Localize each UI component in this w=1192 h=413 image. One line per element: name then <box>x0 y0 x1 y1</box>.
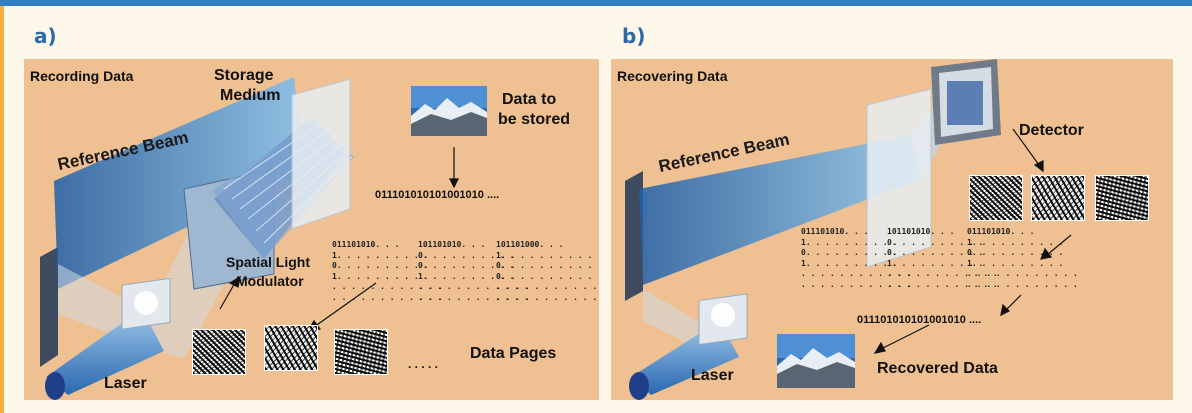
binary-string: 011101010101001010 .... <box>375 189 500 201</box>
laser-end <box>45 372 65 400</box>
laser-tube <box>46 309 164 395</box>
panel-a-recording: Recording Data Storage Medium Reference … <box>24 59 599 400</box>
data-page-3 <box>334 329 388 375</box>
detector <box>931 59 1001 145</box>
label-be-stored: be stored <box>498 111 571 128</box>
bit-column-1: 011101010. . . 1. . . . . . . . . . 0. .… <box>801 227 912 289</box>
binary-string: 011101010101001010 .... <box>857 314 982 326</box>
label-slm-line1: Spatial Light <box>226 254 310 270</box>
splitter-glow <box>134 291 158 315</box>
storage-medium <box>291 78 351 230</box>
label-data-pages: Data Pages <box>470 345 557 362</box>
mountain-photo <box>411 86 487 136</box>
recording-diagram <box>40 77 459 400</box>
bit-column-3: 101101000. . . 1. . . . . . . . . . 0. .… <box>496 240 598 302</box>
data-page-2 <box>264 325 318 371</box>
bit-column-3: 011101010. . . 1. . . . . . . . . . 0. .… <box>967 227 1078 289</box>
splitter-glow <box>711 303 735 327</box>
panel-b-recovering: Recovering Data Detector Reference Beam … <box>611 59 1173 400</box>
top-accent-bar <box>0 0 1192 6</box>
label-laser-b: Laser <box>691 367 734 384</box>
bit-column-1: 011101010. . . 1. . . . . . . . . . 0. .… <box>332 240 443 302</box>
label-storage-line2: Medium <box>220 87 281 104</box>
bit-column-2: 101101010. . . 0. . . . . . . . . . 0. .… <box>887 227 998 289</box>
detected-page-1 <box>969 175 1023 221</box>
detected-page-3 <box>1095 175 1149 221</box>
panel-a-label: a) <box>34 24 57 48</box>
title-recording-data: Recording Data <box>30 68 134 84</box>
title-recovering-data: Recovering Data <box>617 68 728 84</box>
label-slm-line2: Modulator <box>236 273 304 289</box>
detected-page-2 <box>1031 175 1085 221</box>
label-storage-line1: Storage <box>214 67 274 84</box>
recovered-photo <box>777 334 855 388</box>
mirror <box>625 171 643 301</box>
reference-beam <box>54 77 304 289</box>
bit-column-2: 101101010. . . 0. . . . . . . . . . 0. .… <box>418 240 529 302</box>
left-accent-bar <box>0 6 4 413</box>
pages-ellipsis: . . . . . <box>408 357 439 371</box>
storage-medium <box>866 88 932 268</box>
label-data-to: Data to <box>502 91 557 108</box>
mirror <box>40 247 58 367</box>
panel-b-label: b) <box>622 24 646 48</box>
label-recovered-data: Recovered Data <box>877 360 998 377</box>
recovering-diagram <box>625 59 1072 400</box>
data-page-1 <box>192 329 246 375</box>
label-detector: Detector <box>1019 122 1084 139</box>
reference-beam <box>639 135 921 285</box>
laser-end <box>629 372 649 400</box>
label-laser-a: Laser <box>104 375 147 392</box>
